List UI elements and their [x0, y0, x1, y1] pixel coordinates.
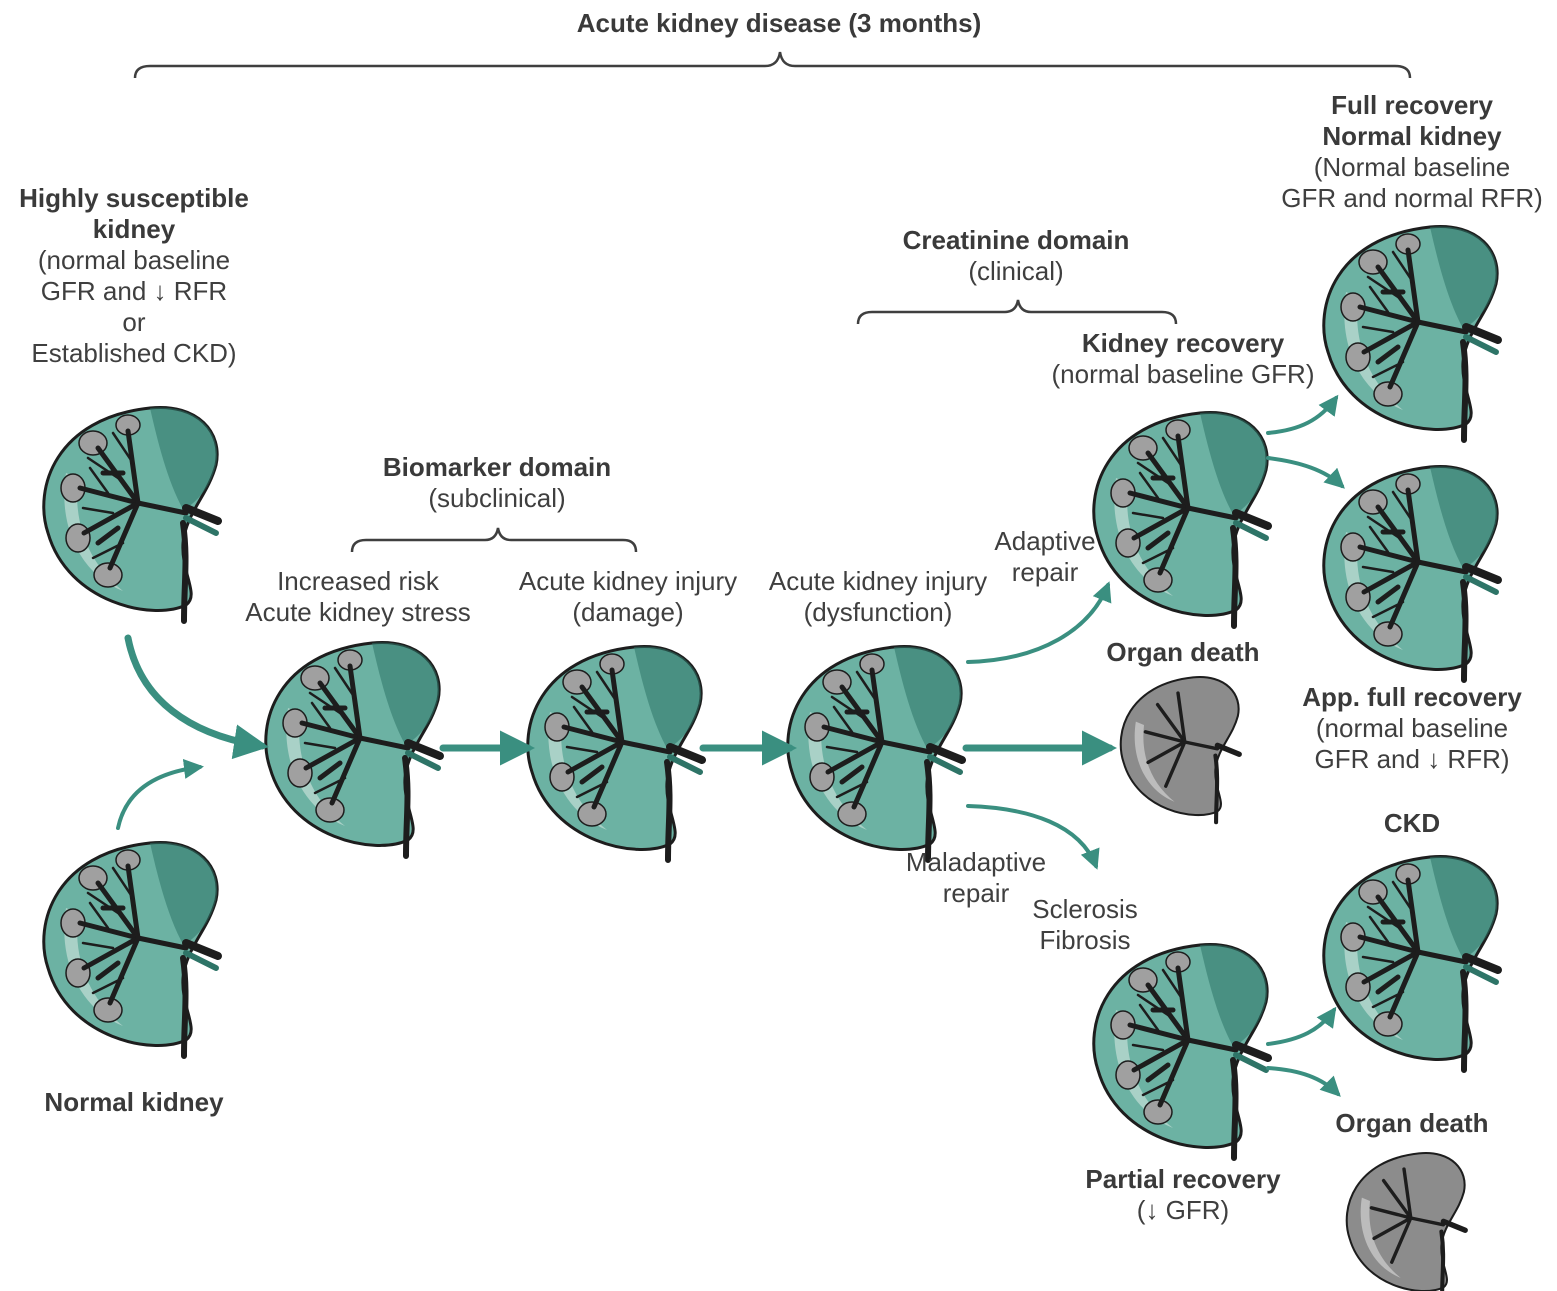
aki-damage-label: Acute kidney injury (damage) — [519, 566, 737, 628]
creatinine-domain-subtitle: (clinical) — [903, 256, 1130, 287]
biomarker-domain-subtitle: (subclinical) — [383, 483, 611, 514]
app-full-recovery-detail-line-1: (normal baseline — [1302, 713, 1522, 744]
full-recovery-detail-line-2: GFR and normal RFR) — [1281, 183, 1543, 214]
full-recovery-title-line-2: Normal kidney — [1281, 121, 1543, 152]
full-recovery-title-line-1: Full recovery — [1281, 90, 1543, 121]
kidney-recovery-label: Kidney recovery (normal baseline GFR) — [1052, 328, 1315, 390]
kidney-icon-ckd — [1324, 856, 1498, 1070]
creatinine-domain-label: Creatinine domain (clinical) — [903, 225, 1130, 287]
app-full-recovery-detail-line-2: GFR and ↓ RFR) — [1302, 744, 1522, 775]
sclerosis-fibrosis-label: Sclerosis Fibrosis — [1032, 894, 1137, 956]
partial-recovery-label: Partial recovery (↓ GFR) — [1085, 1164, 1280, 1226]
aki-dysfunction-label: Acute kidney injury (dysfunction) — [769, 566, 987, 628]
highly-susceptible-detail-line-3: or — [19, 307, 249, 338]
kidney-icon-organ-death-final — [1347, 1153, 1465, 1291]
biomarker-domain-title: Biomarker domain — [383, 452, 611, 483]
fibrosis-line: Fibrosis — [1032, 925, 1137, 956]
arrow-normal-to-risk — [118, 767, 200, 828]
highly-susceptible-detail-line-4: Established CKD) — [19, 338, 249, 369]
aki-dysfunction-line-2: (dysfunction) — [769, 597, 987, 628]
sclerosis-line: Sclerosis — [1032, 894, 1137, 925]
kidney-icon-aki-damage — [528, 646, 702, 860]
increased-risk-label: Increased risk Acute kidney stress — [245, 566, 470, 628]
kidney-icon-normal — [44, 842, 218, 1056]
highly-susceptible-detail-line-2: GFR and ↓ RFR — [19, 276, 249, 307]
partial-recovery-title: Partial recovery — [1085, 1164, 1280, 1195]
aki-dysfunction-line-1: Acute kidney injury — [769, 566, 987, 597]
arrow-to-organ-death-final — [1268, 1068, 1338, 1094]
organ-death-mid-label: Organ death — [1106, 637, 1259, 668]
biomarker-domain-label: Biomarker domain (subclinical) — [383, 452, 611, 514]
highly-susceptible-label: Highly susceptible kidney (normal baseli… — [19, 183, 249, 369]
kidney-icon-organ-death — [1121, 677, 1239, 822]
kidney-recovery-detail: (normal baseline GFR) — [1052, 359, 1315, 390]
kidney-icon-highly-susceptible — [44, 407, 218, 621]
app-full-recovery-title: App. full recovery — [1302, 682, 1522, 713]
ckd-label: CKD — [1384, 808, 1440, 839]
highly-susceptible-title-line-2: kidney — [19, 214, 249, 245]
kidney-icon-full-recovery — [1324, 226, 1498, 440]
partial-recovery-detail: (↓ GFR) — [1085, 1195, 1280, 1226]
adaptive-repair-label: Adaptive repair — [994, 526, 1095, 588]
maladaptive-repair-label: Maladaptive repair — [906, 847, 1046, 909]
arrow-susceptible-to-risk — [128, 638, 262, 746]
top-bracket — [135, 52, 1410, 78]
app-full-recovery-label: App. full recovery (normal baseline GFR … — [1302, 682, 1522, 775]
arrow-adaptive-repair — [968, 585, 1108, 662]
biomarker-bracket — [352, 528, 636, 552]
adaptive-repair-line-1: Adaptive — [994, 526, 1095, 557]
aki-damage-line-2: (damage) — [519, 597, 737, 628]
arrow-to-full-recovery — [1268, 398, 1336, 433]
aki-damage-line-1: Acute kidney injury — [519, 566, 737, 597]
normal-kidney-label: Normal kidney — [44, 1087, 223, 1118]
adaptive-repair-line-2: repair — [994, 557, 1095, 588]
kidney-icon-partial-recovery — [1094, 944, 1268, 1158]
highly-susceptible-detail-line-1: (normal baseline — [19, 245, 249, 276]
maladaptive-repair-line-2: repair — [906, 878, 1046, 909]
kidney-icon-kidney-recovery — [1094, 412, 1268, 626]
kidney-icon-aki-dysfunction — [788, 646, 962, 860]
arrow-to-app-full-recovery — [1268, 458, 1342, 486]
kidney-icon-app-full-recovery — [1324, 466, 1498, 680]
increased-risk-line-1: Increased risk — [245, 566, 470, 597]
acute-kidney-disease-title: Acute kidney disease (3 months) — [577, 8, 982, 39]
full-recovery-detail-line-1: (Normal baseline — [1281, 152, 1543, 183]
full-recovery-label: Full recovery Normal kidney (Normal base… — [1281, 90, 1543, 214]
creatinine-domain-title: Creatinine domain — [903, 225, 1130, 256]
arrow-to-ckd — [1268, 1010, 1334, 1044]
highly-susceptible-title-line-1: Highly susceptible — [19, 183, 249, 214]
kidney-recovery-title: Kidney recovery — [1052, 328, 1315, 359]
creatinine-bracket — [858, 300, 1176, 324]
maladaptive-repair-line-1: Maladaptive — [906, 847, 1046, 878]
kidney-icon-increased-risk — [266, 642, 440, 856]
organ-death-final-label: Organ death — [1335, 1108, 1488, 1139]
increased-risk-line-2: Acute kidney stress — [245, 597, 470, 628]
